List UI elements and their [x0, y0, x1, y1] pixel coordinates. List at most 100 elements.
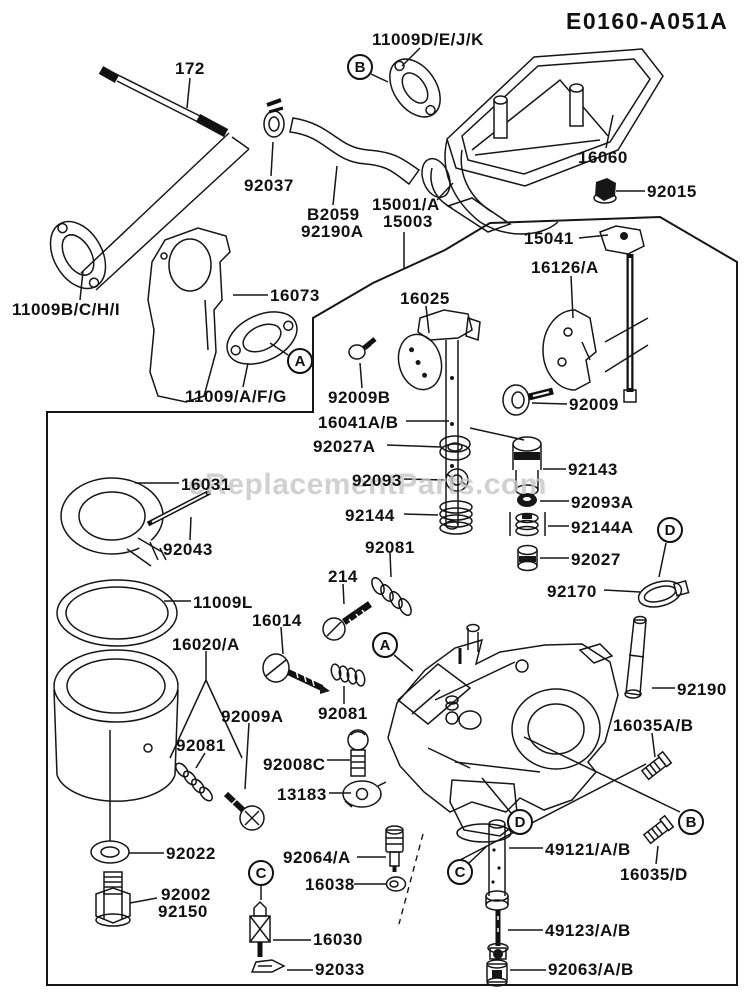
clip-92033 [252, 960, 284, 972]
part-label-92002: 92002 [161, 885, 211, 904]
bolt-49123 [488, 910, 508, 959]
part-label-92081: 92081 [365, 538, 415, 557]
part-label-92144: 92144 [345, 506, 395, 525]
part-label-16020-a: 16020/A [172, 635, 240, 654]
nut-92015 [594, 178, 616, 203]
gasket-11009dejk [379, 50, 450, 127]
part-label-16073: 16073 [270, 286, 320, 305]
part-label-49123-a-b: 49123/A/B [545, 921, 631, 940]
part-label-172: 172 [175, 59, 205, 78]
part-label-92170: 92170 [547, 582, 597, 601]
spring-92144 [440, 501, 472, 534]
part-label-92027: 92027 [571, 550, 621, 569]
clamp-92037 [264, 100, 284, 137]
hose-b2059 [290, 118, 419, 184]
pin-92043 [148, 492, 210, 524]
part-label-49121-a-b: 49121/A/B [545, 840, 631, 859]
part-label-16030: 16030 [313, 930, 363, 949]
collar-92027 [518, 546, 537, 571]
part-label-92150: 92150 [158, 902, 208, 921]
screw-214 [323, 604, 370, 640]
carburetor-body [388, 625, 618, 843]
bracket-16073 [148, 228, 230, 402]
jet-92063 [487, 960, 507, 986]
screw-92008c [348, 730, 368, 776]
choke-shaft-15041 [600, 226, 644, 402]
part-label-16035a-b: 16035A/B [613, 716, 694, 735]
spring-92081-mid [330, 663, 366, 687]
clamp-92170 [636, 575, 691, 611]
part-label-92064-a: 92064/A [283, 848, 351, 867]
part-label-92081: 92081 [176, 736, 226, 755]
spring-92081-top [369, 576, 413, 618]
gasket-11009bchi [39, 212, 117, 299]
part-label-92015: 92015 [647, 182, 697, 201]
part-label-15001-a: 15001/A [372, 195, 440, 214]
callout-a: A [372, 632, 398, 658]
part-label-92043: 92043 [163, 540, 213, 559]
part-label-16126-a: 16126/A [531, 258, 599, 277]
plate-13183 [343, 781, 386, 807]
choke-plate-16126 [543, 310, 596, 390]
part-label-15003: 15003 [383, 212, 433, 231]
callout-c: C [447, 859, 473, 885]
part-label-92093a: 92093A [571, 493, 634, 512]
plug-16035d [643, 816, 674, 844]
gasket-11009afg [219, 302, 306, 375]
part-label-16025: 16025 [400, 289, 450, 308]
washer-92022 [91, 841, 129, 863]
bolt-92002-92150 [96, 872, 130, 926]
part-label-92143: 92143 [568, 460, 618, 479]
screw-16014 [263, 654, 330, 694]
part-label-16035-d: 16035/D [620, 865, 688, 884]
clip-16038 [387, 877, 406, 891]
stud-172 [101, 70, 226, 133]
part-label-92093: 92093 [352, 471, 402, 490]
part-label-15041: 15041 [524, 229, 574, 248]
part-label-11009l: 11009L [193, 593, 253, 612]
valve-seat-92143 [513, 437, 541, 495]
part-label-92009: 92009 [569, 395, 619, 414]
callout-d: D [507, 809, 533, 835]
part-label-92063-a-b: 92063/A/B [548, 960, 634, 979]
part-label-92144a: 92144A [571, 518, 634, 537]
part-label-16038: 16038 [305, 875, 355, 894]
part-label-11009d-e-j-k: 11009D/E/J/K [372, 30, 484, 49]
air-filter-body-16020 [54, 650, 178, 801]
callout-d: D [657, 517, 683, 543]
spring-92144a [510, 512, 545, 536]
screw-92009 [503, 385, 553, 415]
part-label-92037: 92037 [244, 176, 294, 195]
part-label-16031: 16031 [181, 475, 231, 494]
part-label-16041a-b: 16041A/B [318, 413, 399, 432]
part-label-92190a: 92190A [301, 222, 364, 241]
plug-16035ab [641, 752, 672, 780]
callout-a: A [287, 348, 313, 374]
part-label-13183: 13183 [277, 785, 327, 804]
air-cleaner-16060 [417, 49, 663, 234]
gasket-11009l [57, 580, 177, 646]
watermark: eReplacementParts.com [188, 468, 547, 501]
part-label-16014: 16014 [252, 611, 302, 630]
part-label-11009-a-f-g: 11009/A/F/G [185, 387, 287, 406]
screw-92009b [349, 339, 375, 359]
float-valve-16030 [250, 902, 270, 957]
part-label-92190: 92190 [677, 680, 727, 699]
part-label-92022: 92022 [166, 844, 216, 863]
part-label-92027a: 92027A [313, 437, 376, 456]
callout-b: B [678, 809, 704, 835]
tube-92190 [625, 617, 646, 699]
part-label-214: 214 [328, 567, 358, 586]
assembly-boundary [47, 217, 737, 985]
callout-b: B [347, 54, 373, 80]
ring-16031 [61, 478, 185, 580]
part-label-92009a: 92009A [221, 707, 284, 726]
part-label-16060: 16060 [578, 148, 628, 167]
part-label-92008c: 92008C [263, 755, 326, 774]
throttle-assembly-16025 [392, 310, 480, 529]
spring-92081-low [173, 761, 214, 803]
part-label-11009b-c-h-i: 11009B/C/H/I [12, 300, 121, 319]
washer-92093a [517, 493, 537, 507]
